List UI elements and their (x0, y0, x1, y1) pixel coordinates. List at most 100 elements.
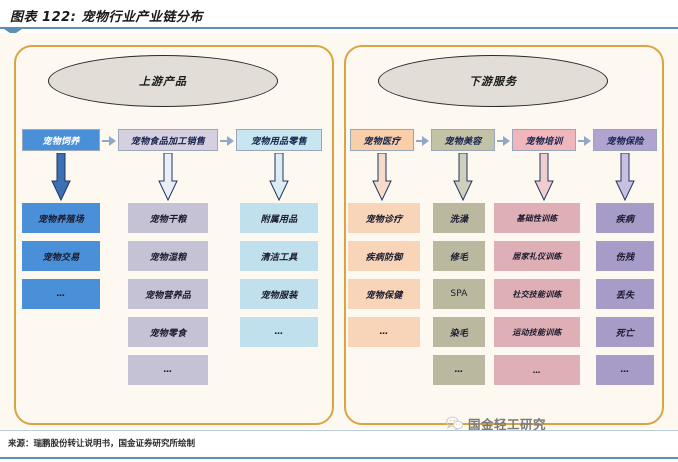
list-item[interactable]: 修毛 (433, 241, 485, 271)
list-item[interactable]: 宠物干粮 (128, 203, 208, 233)
down-arrow-supplies (269, 153, 289, 201)
arrow-training-to-insurance (578, 135, 591, 147)
head-box-pet-food[interactable]: 宠物食品加工销售 (118, 129, 218, 151)
list-item[interactable]: 附属用品 (240, 203, 318, 233)
title-divider (0, 27, 678, 29)
head-box-pet-supplies[interactable]: 宠物用品零售 (236, 129, 322, 151)
down-arrow-medical (372, 153, 392, 201)
head-box-label: 宠物用品零售 (251, 136, 307, 147)
list-item[interactable]: 洗澡 (433, 203, 485, 233)
downstream-section-label: 下游服务 (378, 55, 608, 107)
head-box-pet-insurance[interactable]: 宠物保险 (593, 129, 657, 151)
title-caret-icon (4, 29, 22, 35)
list-item[interactable]: 运动技能训练 (494, 317, 580, 347)
list-item[interactable]: SPA (433, 279, 485, 309)
list-item[interactable]: … (433, 355, 485, 385)
list-item-label: … (454, 365, 464, 375)
list-item-label: 宠物干粮 (149, 214, 187, 225)
footer-divider-top (0, 430, 678, 431)
list-item[interactable]: 疾病防御 (348, 241, 420, 271)
list-item-label: 宠物服装 (260, 290, 298, 301)
list-item-label: 染毛 (449, 328, 469, 339)
arrow-medical-to-grooming (416, 135, 429, 147)
list-item-label: 宠物诊疗 (365, 214, 403, 225)
list-item[interactable]: 宠物保健 (348, 279, 420, 309)
list-item-label: … (163, 365, 173, 375)
watermark: 国金轻工研究 (446, 414, 546, 433)
list-item-label: 清洁工具 (260, 252, 298, 263)
downstream-section-text: 下游服务 (469, 75, 517, 88)
head-box-pet-breeding[interactable]: 宠物饲养 (22, 129, 100, 151)
upstream-section-text: 上游产品 (139, 75, 187, 88)
list-item-label: … (532, 365, 542, 375)
head-box-pet-grooming[interactable]: 宠物美容 (431, 129, 495, 151)
list-item[interactable]: … (22, 279, 100, 309)
list-item[interactable]: 宠物营养品 (128, 279, 208, 309)
chart-title-bar: 图表 122: 宠物行业产业链分布 (0, 0, 678, 30)
list-item-label: 伤残 (615, 252, 635, 263)
list-item[interactable]: 清洁工具 (240, 241, 318, 271)
head-box-label: 宠物美容 (444, 136, 482, 147)
list-item[interactable]: 疾病 (596, 203, 654, 233)
down-arrow-insurance (615, 153, 635, 201)
list-item[interactable]: 宠物交易 (22, 241, 100, 271)
down-arrow-breeding (51, 153, 71, 201)
head-box-label: 宠物饲养 (42, 136, 80, 147)
list-item-label: … (56, 289, 66, 299)
head-box-label: 宠物保险 (606, 136, 644, 147)
list-item[interactable]: 伤残 (596, 241, 654, 271)
list-item-label: 死亡 (615, 328, 635, 339)
list-item-label: 疾病防御 (365, 252, 403, 263)
list-item-label: 居家礼仪训练 (512, 251, 562, 261)
list-item[interactable]: 丢失 (596, 279, 654, 309)
list-item[interactable]: … (596, 355, 654, 385)
list-item-label: 宠物零食 (149, 328, 187, 339)
head-box-pet-medical[interactable]: 宠物医疗 (350, 129, 414, 151)
source-note: 来源：瑞鹏股份转让说明书，国金证券研究所绘制 (8, 439, 196, 449)
footer-divider-bottom (0, 457, 678, 459)
list-item[interactable]: … (494, 355, 580, 385)
list-item-label: 宠物湿粮 (149, 252, 187, 263)
upstream-panel (14, 45, 334, 425)
list-item-label: 洗澡 (449, 214, 469, 225)
list-item[interactable]: 染毛 (433, 317, 485, 347)
downstream-panel (344, 45, 664, 425)
list-item-label: 社交技能训练 (512, 289, 562, 299)
list-item-label: 附属用品 (260, 214, 298, 225)
list-item[interactable]: 宠物诊疗 (348, 203, 420, 233)
down-arrow-grooming (453, 153, 473, 201)
list-item-label: 基础性训练 (516, 213, 558, 223)
watermark-label: 国金轻工研究 (468, 417, 547, 432)
list-item[interactable]: 宠物养殖场 (22, 203, 100, 233)
list-item[interactable]: 社交技能训练 (494, 279, 580, 309)
wechat-icon (446, 416, 464, 432)
list-item[interactable]: 居家礼仪训练 (494, 241, 580, 271)
head-box-label: 宠物医疗 (363, 136, 401, 147)
list-item-label: … (620, 365, 630, 375)
list-item[interactable]: … (240, 317, 318, 347)
page-title: 图表 122: 宠物行业产业链分布 (10, 9, 203, 25)
arrow-grooming-to-training (497, 135, 510, 147)
list-item[interactable]: 基础性训练 (494, 203, 580, 233)
list-item-label: 宠物保健 (365, 290, 403, 301)
head-box-label: 宠物培训 (525, 136, 563, 147)
list-item-label: 丢失 (615, 290, 635, 301)
list-item[interactable]: 宠物服装 (240, 279, 318, 309)
list-item-label: … (379, 327, 389, 337)
upstream-section-label: 上游产品 (48, 55, 278, 107)
list-item[interactable]: … (348, 317, 420, 347)
list-item-label: 宠物营养品 (144, 290, 191, 301)
list-item[interactable]: 死亡 (596, 317, 654, 347)
list-item-label: … (274, 327, 284, 337)
arrow-breeding-to-food (102, 135, 116, 147)
head-box-label: 宠物食品加工销售 (130, 136, 206, 147)
list-item-label: 疾病 (615, 214, 635, 225)
list-item-label: 宠物交易 (42, 252, 80, 263)
list-item-label: 宠物养殖场 (37, 214, 84, 225)
list-item[interactable]: 宠物零食 (128, 317, 208, 347)
head-box-pet-training[interactable]: 宠物培训 (512, 129, 576, 151)
list-item[interactable]: 宠物湿粮 (128, 241, 208, 271)
list-item-label: 运动技能训练 (512, 327, 562, 337)
list-item-label: 修毛 (449, 252, 469, 263)
list-item[interactable]: … (128, 355, 208, 385)
